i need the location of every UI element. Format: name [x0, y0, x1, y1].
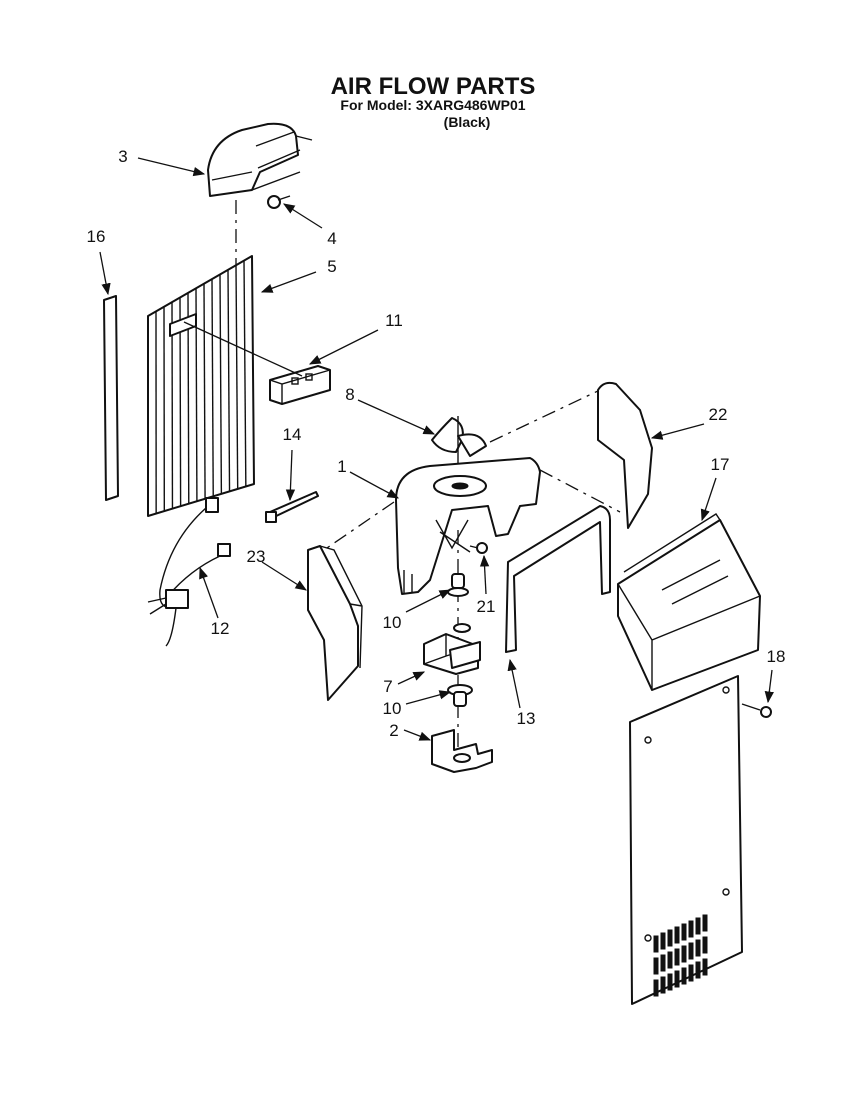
vent-slot [674, 926, 680, 944]
grille-slat [243, 260, 247, 487]
vent-slot [660, 976, 666, 994]
part-11-bracket [269, 365, 331, 405]
vent-slot [674, 948, 680, 966]
page-title: AIR FLOW PARTS [331, 73, 536, 100]
part-5-evaporator-grille [147, 255, 255, 517]
grille-slat [203, 283, 206, 499]
part-16-foam-strip [103, 295, 119, 501]
vent-slot [702, 958, 708, 976]
callout-23: 23 [247, 547, 266, 566]
part-8-fan-blade [431, 416, 487, 470]
vent-slot [660, 932, 666, 950]
vent-slot [653, 957, 659, 975]
part-2-motor-bracket [431, 729, 493, 773]
part-4-screw [267, 195, 291, 209]
callout-12: 12 [211, 619, 230, 638]
vent-slot [695, 961, 701, 979]
part-7-fan-motor [423, 623, 481, 675]
callout-14: 14 [283, 425, 302, 444]
grille-slat [235, 265, 239, 489]
callout-5: 5 [327, 257, 336, 276]
callout-10-upper: 10 [383, 613, 402, 632]
part-23-side-panel [307, 545, 363, 701]
part-10-grommet-lower [447, 684, 473, 707]
alignment-line-shroud-back [539, 469, 621, 513]
callout-8: 8 [345, 385, 354, 404]
part-1-fan-shroud [395, 457, 541, 595]
callout-leaders [99, 157, 774, 741]
part-18-screw [741, 703, 772, 718]
callout-17: 17 [711, 455, 730, 474]
color-line: (Black) [444, 114, 491, 130]
part-12-wire-harness [147, 497, 231, 647]
part-3-duct-cover [207, 122, 313, 197]
callout-4: 4 [327, 229, 336, 248]
grille-slat [227, 269, 231, 492]
callout-1: 1 [337, 457, 346, 476]
vent-slot [667, 973, 673, 991]
vent-slot [702, 936, 708, 954]
vent-slot [688, 964, 694, 982]
callout-22: 22 [709, 405, 728, 424]
vent-slot [667, 929, 673, 947]
rear-duct-panel [629, 675, 743, 1005]
callout-3: 3 [118, 147, 127, 166]
part-22-side-baffle [597, 381, 653, 529]
part-10-grommet-upper [447, 573, 469, 597]
callout-13: 13 [517, 709, 536, 728]
part-17-air-diffuser [617, 513, 761, 691]
vent-slot [695, 939, 701, 957]
part-21-screw [469, 542, 488, 554]
callout-16: 16 [87, 227, 106, 246]
model-line: For Model: 3XARG486WP01 [340, 97, 525, 113]
vent-slot [695, 917, 701, 935]
part-14-wire-tie [265, 491, 319, 523]
vent-slot [653, 979, 659, 997]
vent-slot [667, 951, 673, 969]
vent-slot [674, 970, 680, 988]
callout-11: 11 [385, 311, 403, 330]
vent-slot [653, 935, 659, 953]
callout-7: 7 [383, 677, 392, 696]
vent-slot [660, 954, 666, 972]
alignment-line-shroud-left [323, 501, 395, 551]
grille-slat [211, 279, 214, 497]
vent-slot [681, 923, 687, 941]
callout-10-lower: 10 [383, 699, 402, 718]
vent-slot [688, 942, 694, 960]
callout-21: 21 [477, 597, 496, 616]
grille-slat [219, 274, 223, 494]
alignment-line-shroud-right [489, 389, 601, 443]
callout-18: 18 [767, 647, 786, 666]
vent-slot [681, 967, 687, 985]
part-13-channel [505, 505, 611, 653]
vent-slot [688, 920, 694, 938]
vent-slot [681, 945, 687, 963]
vent-slot [702, 914, 708, 932]
callout-2: 2 [389, 721, 398, 740]
